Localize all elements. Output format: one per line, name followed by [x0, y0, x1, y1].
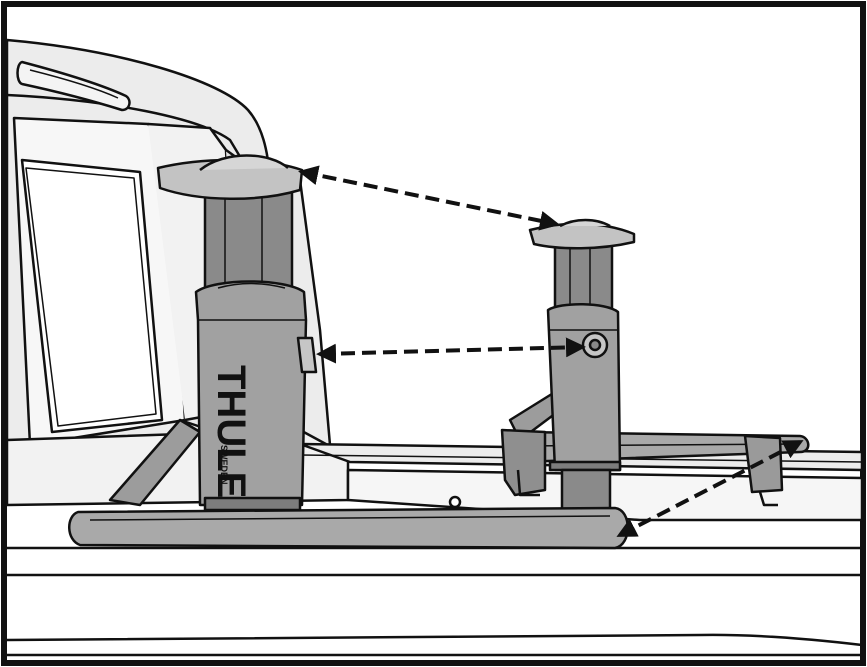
right-clamp-right: [743, 434, 784, 494]
left-stand: THULE SWEDEN: [68, 154, 629, 550]
left-housing: [194, 280, 308, 507]
left-knob: [296, 336, 318, 374]
left-base-bar: [68, 506, 629, 550]
right-housing: [546, 302, 622, 472]
brand-subtext: SWEDEN: [219, 445, 229, 485]
cab-roof-inner: [6, 93, 244, 161]
alignment-arrows: [298, 165, 804, 537]
right-clamp-left: [500, 428, 547, 497]
base-bar-arrow: [616, 440, 804, 537]
right-tower: [553, 238, 614, 314]
top-pad-arrow: [298, 165, 560, 231]
brand-logo: THULE: [209, 365, 253, 498]
knob-arrow: [316, 337, 586, 364]
rear-window-glass: [20, 158, 164, 434]
